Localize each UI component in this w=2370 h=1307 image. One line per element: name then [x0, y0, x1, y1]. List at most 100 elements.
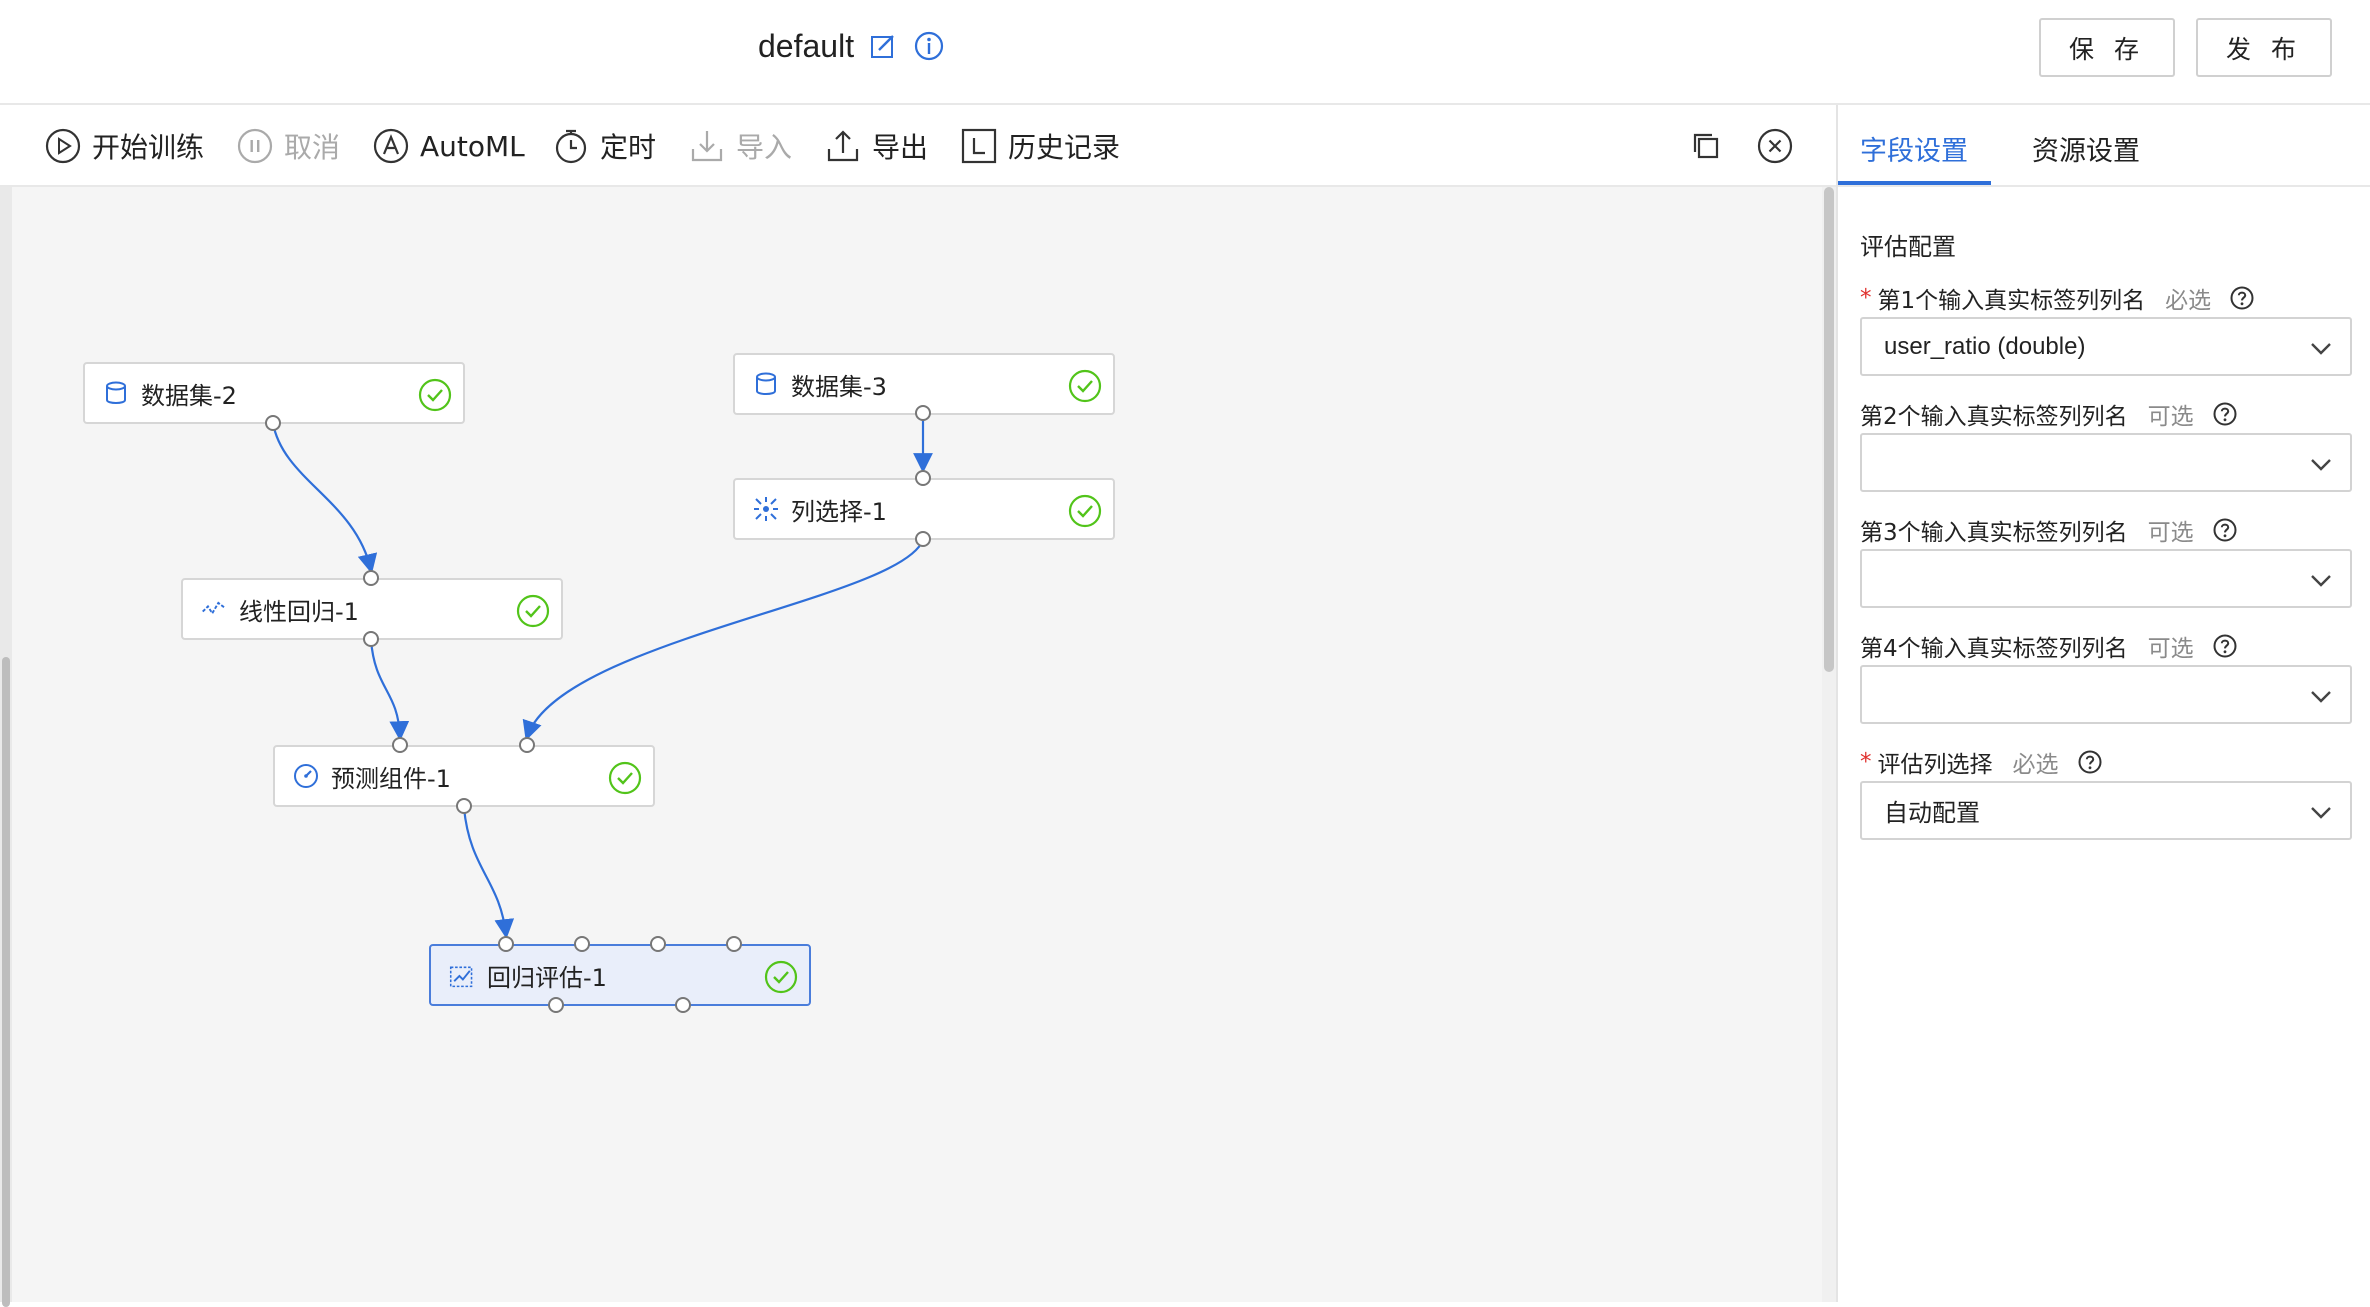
input-port[interactable]: [498, 936, 514, 952]
node-label: 数据集-3: [791, 372, 887, 401]
field-hint: 必选: [2165, 288, 2212, 314]
field-label-4: 第4个输入真实标签列列名 可选: [1860, 629, 2238, 663]
left-scrollbar[interactable]: [0, 187, 12, 1307]
output-port[interactable]: [265, 415, 281, 431]
field-hint: 可选: [2147, 636, 2194, 662]
left-scrollbar-thumb[interactable]: [2, 657, 10, 1307]
title-area: default: [758, 22, 946, 70]
eval-column-select[interactable]: 自动配置: [1860, 781, 2352, 840]
field-label-text: 第2个输入真实标签列列名: [1860, 404, 2128, 430]
canvas-scrollbar[interactable]: [1822, 187, 1836, 1302]
input-port[interactable]: [650, 936, 666, 952]
help-icon[interactable]: [2212, 633, 2238, 659]
cancel-label: 取消: [284, 131, 341, 164]
tab-resource-settings[interactable]: 资源设置: [2032, 136, 2140, 167]
cancel-button[interactable]: 取消: [236, 125, 340, 167]
history-button[interactable]: 历史记录: [960, 125, 1120, 167]
success-check-icon: [1068, 369, 1102, 403]
close-circle-icon[interactable]: [1756, 127, 1794, 165]
regression-icon: [201, 596, 227, 622]
field-label-2: 第2个输入真实标签列列名 可选: [1860, 397, 2238, 431]
history-label: 历史记录: [1008, 131, 1121, 164]
field-label-text: 第3个输入真实标签列列名: [1860, 520, 2128, 546]
evaluation-icon: [449, 962, 475, 988]
save-button[interactable]: 保 存: [2039, 18, 2175, 77]
field-label-text: 评估列选择: [1877, 752, 1993, 778]
export-button[interactable]: 导出: [824, 125, 928, 167]
required-mark: *: [1860, 285, 1872, 311]
history-icon: [961, 128, 997, 164]
top-header: default 保 存 发 布: [0, 0, 2370, 105]
field-label-text: 第1个输入真实标签列列名: [1877, 288, 2146, 314]
help-icon[interactable]: [2077, 749, 2103, 775]
pause-icon: [237, 128, 273, 164]
page-title: default: [758, 27, 855, 64]
label-column-select-1[interactable]: user_ratio (double): [1860, 317, 2352, 376]
node-label: 线性回归-1: [239, 597, 359, 626]
help-icon[interactable]: [2212, 401, 2238, 427]
active-tab-indicator: [1838, 181, 1991, 185]
start-training-button[interactable]: 开始训练: [44, 125, 204, 167]
column-select-icon: [753, 496, 779, 522]
success-check-icon: [418, 378, 452, 412]
toolbar: 开始训练 取消 AutoML 定时 导入 导出 历史记录: [0, 105, 1836, 187]
node-dataset-2[interactable]: 数据集-2: [83, 362, 465, 424]
field-hint: 必选: [2012, 752, 2059, 778]
label-column-select-2[interactable]: [1860, 433, 2352, 492]
output-port[interactable]: [915, 405, 931, 421]
import-button[interactable]: 导入: [688, 125, 792, 167]
tab-field-settings[interactable]: 字段设置: [1860, 136, 1968, 167]
output-port[interactable]: [363, 631, 379, 647]
canvas-scrollbar-thumb[interactable]: [1824, 187, 1834, 672]
success-check-icon: [608, 761, 642, 795]
info-icon[interactable]: [912, 29, 946, 63]
node-label: 回归评估-1: [487, 963, 607, 992]
schedule-label: 定时: [600, 131, 657, 164]
section-title: 评估配置: [1860, 233, 1956, 261]
schedule-button[interactable]: 定时: [552, 125, 656, 167]
field-label-1: * 第1个输入真实标签列列名 必选: [1860, 281, 2255, 315]
field-label-text: 第4个输入真实标签列列名: [1860, 636, 2128, 662]
publish-button[interactable]: 发 布: [2196, 18, 2332, 77]
node-label: 列选择-1: [791, 497, 887, 526]
gauge-icon: [293, 763, 319, 789]
help-icon[interactable]: [2229, 285, 2255, 311]
node-label: 数据集-2: [141, 381, 237, 410]
node-regression-eval-1[interactable]: 回归评估-1: [429, 944, 811, 1006]
field-hint: 可选: [2147, 404, 2194, 430]
automl-button[interactable]: AutoML: [372, 125, 525, 167]
automl-icon: [373, 128, 409, 164]
chevron-down-icon: [2311, 807, 2331, 819]
success-check-icon: [1068, 494, 1102, 528]
database-icon: [103, 380, 129, 406]
input-port[interactable]: [574, 936, 590, 952]
node-column-select-1[interactable]: 列选择-1: [733, 478, 1115, 540]
input-port[interactable]: [363, 570, 379, 586]
input-port[interactable]: [726, 936, 742, 952]
success-check-icon: [516, 594, 550, 628]
input-port[interactable]: [392, 737, 408, 753]
output-port[interactable]: [548, 997, 564, 1013]
automl-label: AutoML: [420, 129, 525, 163]
label-column-select-4[interactable]: [1860, 665, 2352, 724]
output-port[interactable]: [456, 798, 472, 814]
chevron-down-icon: [2311, 343, 2331, 355]
database-icon: [753, 371, 779, 397]
copy-icon[interactable]: [1687, 127, 1725, 165]
input-port[interactable]: [519, 737, 535, 753]
field-label-5: * 评估列选择 必选: [1860, 745, 2103, 779]
help-icon[interactable]: [2212, 517, 2238, 543]
settings-panel: 字段设置 资源设置 评估配置 * 第1个输入真实标签列列名 必选 user_ra…: [1836, 105, 2370, 1302]
output-port[interactable]: [915, 531, 931, 547]
import-icon: [691, 131, 723, 162]
node-predict-1[interactable]: 预测组件-1: [273, 745, 655, 807]
export-label: 导出: [872, 131, 929, 164]
node-label: 预测组件-1: [331, 764, 451, 793]
label-column-select-3[interactable]: [1860, 549, 2352, 608]
panel-tabs: 字段设置 资源设置: [1838, 105, 2370, 187]
output-port[interactable]: [675, 997, 691, 1013]
edit-icon[interactable]: [866, 29, 900, 63]
input-port[interactable]: [915, 470, 931, 486]
field-hint: 可选: [2147, 520, 2194, 546]
chevron-down-icon: [2311, 691, 2331, 703]
